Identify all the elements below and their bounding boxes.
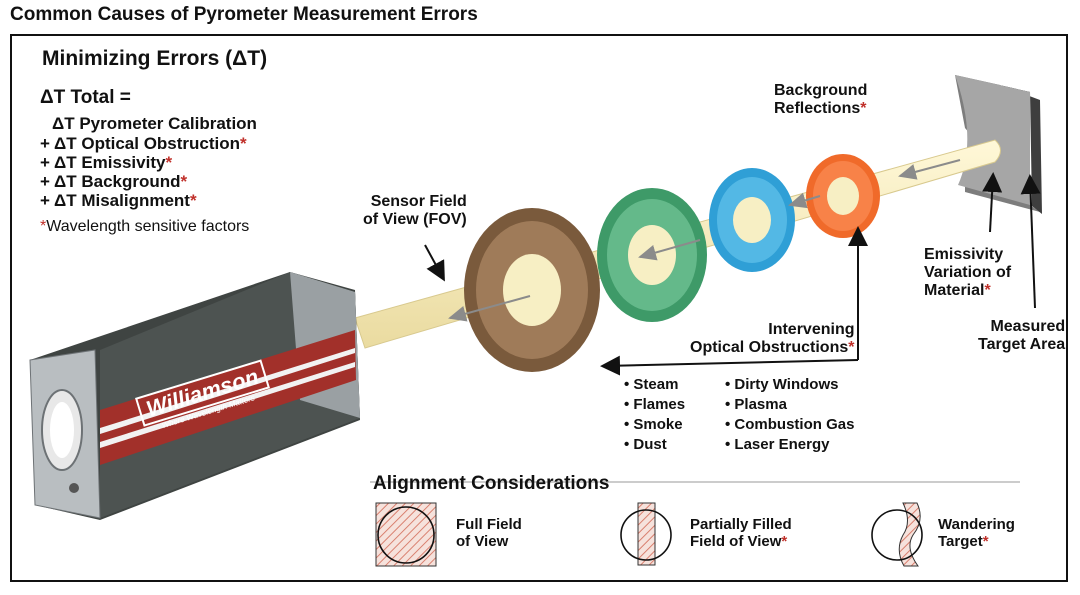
term-misalignment: + ΔT Misalignment* bbox=[40, 191, 197, 210]
term-optical: + ΔT Optical Obstruction* bbox=[40, 134, 247, 153]
alignment-heading: Alignment Considerations bbox=[373, 473, 610, 494]
full-fov-icon bbox=[375, 502, 437, 567]
term-emissivity: + ΔT Emissivity* bbox=[40, 153, 173, 172]
blue-obstruction-ring bbox=[709, 168, 795, 272]
diagram-frame bbox=[10, 34, 1068, 582]
footnote: *Wavelength sensitive factors bbox=[40, 218, 250, 235]
page-title: Common Causes of Pyrometer Measurement E… bbox=[10, 4, 478, 25]
obstructions-list-1: SteamFlamesSmokeDust bbox=[624, 375, 685, 455]
term-calibration: ΔT Pyrometer Calibration bbox=[52, 114, 257, 133]
green-obstruction-ring bbox=[597, 188, 707, 322]
partial-fov-icon bbox=[620, 502, 672, 566]
total-label: ΔT Total = bbox=[40, 87, 131, 108]
wandering-target-icon bbox=[871, 502, 923, 567]
obstructions-list-2: Dirty WindowsPlasmaCombustion GasLaser E… bbox=[725, 375, 854, 455]
orange-obstruction-ring bbox=[806, 154, 880, 238]
errors-heading: Minimizing Errors (ΔT) bbox=[42, 47, 268, 70]
pyrometer-body bbox=[29, 272, 360, 520]
fov-ring bbox=[464, 208, 600, 372]
term-background: + ΔT Background* bbox=[40, 172, 188, 191]
